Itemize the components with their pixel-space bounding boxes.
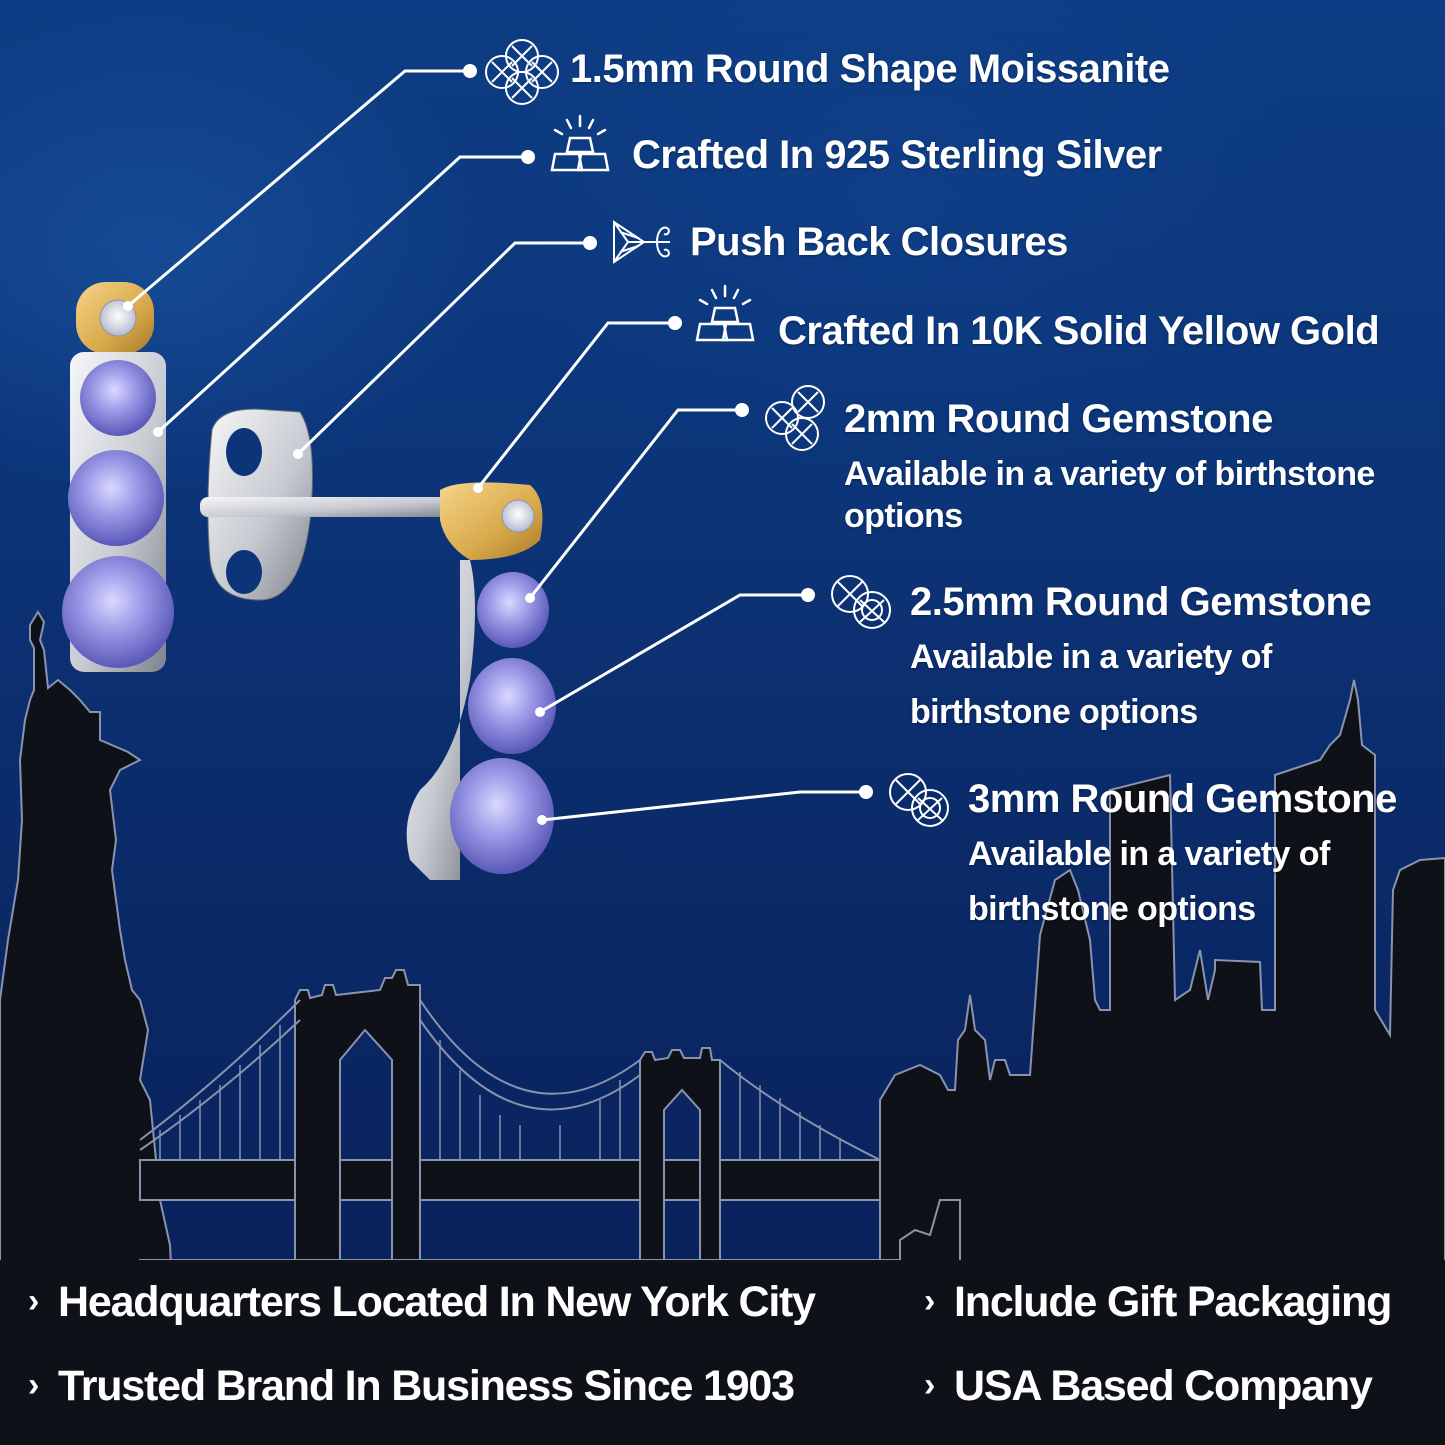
feature-3mm-gemstone: 3mm Round Gemstone Available in a variet…	[968, 777, 1397, 937]
feature-title: 3mm Round Gemstone	[968, 777, 1397, 821]
bridge-tower-left	[294, 969, 421, 1261]
earring-front-view	[62, 282, 174, 672]
bullet-headquarters: › Headquarters Located In New York City	[28, 1276, 816, 1327]
chevron-right-icon: ›	[924, 1366, 935, 1404]
bullet-text: Include Gift Packaging	[954, 1278, 1392, 1326]
chevron-right-icon: ›	[924, 1282, 935, 1320]
metal-bars-icon	[695, 284, 755, 342]
feature-subtitle: Available in a variety of	[968, 835, 1330, 873]
gemstone-2mm	[80, 360, 156, 436]
gem-pair-icon	[831, 575, 891, 629]
feature-push-back-closures: Push Back Closures	[690, 220, 1068, 264]
feature-moissanite: 1.5mm Round Shape Moissanite	[570, 47, 1170, 91]
feature-sterling-silver: Crafted In 925 Sterling Silver	[632, 133, 1162, 177]
bridge-cable	[419, 1019, 641, 1111]
bridge-cable	[719, 1059, 881, 1161]
bullet-text: Trusted Brand In Business Since 1903	[58, 1362, 795, 1410]
bridge-cable	[419, 999, 641, 1095]
feature-2-5mm-gemstone: 2.5mm Round Gemstone Available in a vari…	[910, 580, 1372, 740]
feature-2mm-gemstone: 2mm Round Gemstone Available in a variet…	[844, 397, 1375, 537]
push-back-closure-icon	[613, 220, 670, 264]
bullet-text: USA Based Company	[954, 1362, 1373, 1410]
bullet-text: Headquarters Located In New York City	[58, 1278, 816, 1326]
bottom-dark-band	[0, 1260, 1445, 1445]
manhattan-skyline	[879, 679, 1445, 1445]
callout-dot	[859, 785, 873, 799]
callout-dot	[463, 64, 477, 78]
callout-line-sterling-silver	[156, 155, 528, 434]
gem-cluster-icon	[485, 39, 559, 105]
gemstone-2-5mm	[468, 658, 556, 754]
feature-subtitle: Available in a variety of	[910, 638, 1272, 676]
bullet-gift-packaging: › Include Gift Packaging	[924, 1276, 1392, 1327]
earring-side-view	[200, 408, 556, 880]
callout-line-3mm	[541, 790, 866, 822]
feature-yellow-gold: Crafted In 10K Solid Yellow Gold	[778, 309, 1380, 353]
chevron-right-icon: ›	[28, 1366, 39, 1404]
callout-dot	[801, 588, 815, 602]
anchor-dot	[293, 449, 303, 459]
feature-subtitle: Available in a variety of birthstone	[844, 455, 1375, 493]
gemstone-2mm	[477, 572, 549, 648]
anchor-dot	[537, 815, 547, 825]
anchor-dot	[123, 301, 133, 311]
callout-dot	[735, 403, 749, 417]
push-back-loop	[226, 428, 262, 476]
bullet-usa-based: › USA Based Company	[924, 1360, 1373, 1411]
anchor-dot	[525, 593, 535, 603]
statue-of-liberty-silhouette	[0, 610, 182, 1445]
callout-dot	[583, 236, 597, 250]
gemstone-2-5mm	[68, 450, 164, 546]
gem-pair-icon	[889, 773, 949, 827]
feature-title: Push Back Closures	[690, 220, 1068, 264]
callout-line-yellow-gold	[476, 321, 675, 489]
gemstone-3mm	[450, 758, 554, 874]
gem-cluster-icon	[765, 385, 825, 451]
gemstone-3mm	[62, 556, 174, 668]
bridge-cable	[139, 999, 301, 1141]
callout-line-moissanite	[127, 69, 470, 308]
callout-dot	[668, 316, 682, 330]
bridge-suspenders	[159, 1025, 841, 1160]
anchor-dot	[535, 707, 545, 717]
feature-subtitle: options	[844, 497, 963, 535]
callout-dot	[521, 150, 535, 164]
earring-post	[200, 497, 460, 517]
callout-line-2-5mm	[539, 593, 808, 714]
feature-subtitle: birthstone options	[910, 693, 1198, 731]
feature-title: Crafted In 925 Sterling Silver	[632, 133, 1162, 177]
feature-title: 1.5mm Round Shape Moissanite	[570, 47, 1170, 91]
push-back-loop	[226, 550, 262, 594]
chevron-right-icon: ›	[28, 1282, 39, 1320]
metal-bars-icon	[550, 114, 610, 172]
anchor-dot	[473, 483, 483, 493]
callout-line-push-back	[296, 241, 590, 456]
feature-title: 2mm Round Gemstone	[844, 397, 1273, 441]
bullet-trusted-brand: › Trusted Brand In Business Since 1903	[28, 1360, 795, 1411]
moissanite-stone	[501, 499, 535, 533]
bridge-tower-right	[639, 1047, 721, 1261]
feature-title: Crafted In 10K Solid Yellow Gold	[778, 309, 1380, 353]
feature-title: 2.5mm Round Gemstone	[910, 580, 1372, 624]
callout-line-2mm	[528, 408, 742, 599]
anchor-dot	[153, 427, 163, 437]
feature-subtitle: birthstone options	[968, 890, 1256, 928]
